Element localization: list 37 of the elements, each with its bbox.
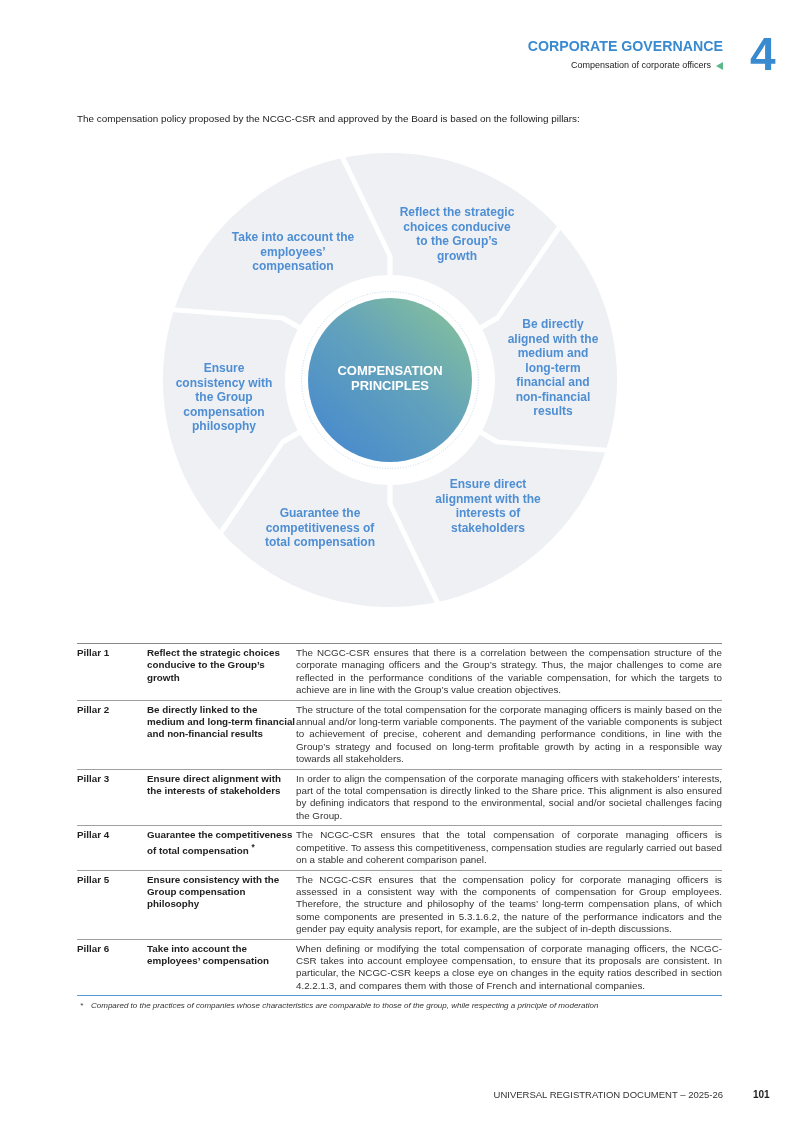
- pillar-description: The NCGC-CSR ensures that there is a correlation between the compensation structure of the corporate managing officers and the Group’s strategy. Thus, the major challenges to come are reflected in the performance conditions of the variable compensation, for which the targets to achieve are in line with the Group’s value creation objectives.: [296, 647, 722, 697]
- pillar-number: Pillar 1: [77, 647, 111, 660]
- pillar-title: Take into account the employees’ compensation: [147, 942, 270, 968]
- center-label: COMPENSATION PRINCIPLES: [336, 363, 444, 393]
- pillar-description: The structure of the total compensation for the corporate managing officers is mainly based on the annual and/or long-term variable components. The payment of the variable components is subject to achievement of precise, coherent and demanding performance conditions, in line with the Group’s strategy and focused on long-term profitable growth by acting in a responsible way towards all stakeholders.: [296, 703, 722, 766]
- pillar-number: Pillar 4: [77, 829, 111, 842]
- segment-label: Be directly aligned with the medium and long-term financial and non-financial results: [506, 317, 600, 419]
- pillar-title: Be directly linked to the medium and long-term financial and non-financial results: [147, 703, 296, 741]
- pillar-number: Pillar 3: [77, 772, 111, 786]
- wheel-segment: [392, 434, 606, 602]
- segment-label: Take into account the employees’ compensation: [230, 230, 356, 274]
- pillar-title: Reflect the strategic choices conducive to the Group’s growth: [147, 647, 281, 685]
- segment-label: Reflect the strategic choices conducive to the Group’s growth: [398, 205, 516, 263]
- section-heading: CORPORATE GOVERNANCE: [527, 38, 723, 55]
- pillar-description: The NCGC-CSR ensures that the total compensation of corporate managing officers is competitive. To assess this competitiveness, compensation studies are regularly carried out based on a stable and coherent comparison panel.: [296, 829, 722, 867]
- pillar-title: Ensure consistency with the Group compensation philosophy: [147, 873, 281, 911]
- pillar-title: Guarantee the competitiveness of total compensation $^{*}$: [147, 829, 294, 858]
- footer-text: UNIVERSAL REGISTRATION DOCUMENT – 2025-26: [493, 1089, 723, 1101]
- center-circle: [301, 291, 479, 469]
- pillar-description: The NCGC-CSR ensures that the compensation policy for corporate managing officers is assessed in a consistent way with the components of compensation for Group employees. Therefore, the structure and philosophy of the teams’ long-term compensation plans, of which some components are presented in 5.3.1.6.2, the nature of the performance indicators and the gender pay equity analysis report, for example, are the subject of in-depth discussions.: [296, 873, 722, 936]
- chapter-number: 4: [750, 33, 776, 75]
- page-number: 101: [753, 1089, 770, 1101]
- footnote-mark: *: [80, 1001, 84, 1012]
- intro-text: The compensation policy proposed by the NCGC-CSR and approved by the Board is based on the following pillars:: [77, 113, 580, 125]
- wheel-segment: [223, 434, 435, 607]
- pillar-number: Pillar 6: [77, 942, 111, 955]
- footnote-text: Compared to the practices of companies whose characteristics are comparable to those of the group, while respecting a principle of moderation: [91, 1001, 599, 1012]
- wheel-segment: [174, 158, 388, 326]
- pillar-title: Ensure direct alignment with the interests of stakeholders: [147, 772, 282, 798]
- pillar-description: In order to align the compensation of the corporate managing officers with stakeholders’ interests, part of the total compensation is directly linked to the Share price. This alignment is also ensured by defining indicators that respond to the environmental, social and/or societal challenges facing the Group.: [296, 772, 722, 823]
- section-subtitle: Compensation of corporate officers: [571, 60, 711, 71]
- segment-label: Ensure direct alignment with the interests of stakeholders: [434, 477, 542, 535]
- pillar-number: Pillar 5: [77, 873, 111, 886]
- pillar-number: Pillar 2: [77, 703, 111, 717]
- segment-label: Ensure consistency with the Group compensation philosophy: [174, 360, 274, 434]
- segment-label: Guarantee the competitiveness of total compensation: [264, 506, 376, 550]
- pillar-description: When defining or modifying the total compensation of corporate managing officers, the NCGC-CSR takes into account employee compensation, to ensure that its proposals are consistent. In particular, the NCGC-CSR keeps a close eye on changes in the equity ratios described in section 4.2.2.1.3, and compares them with those of French and international companies.: [296, 942, 722, 993]
